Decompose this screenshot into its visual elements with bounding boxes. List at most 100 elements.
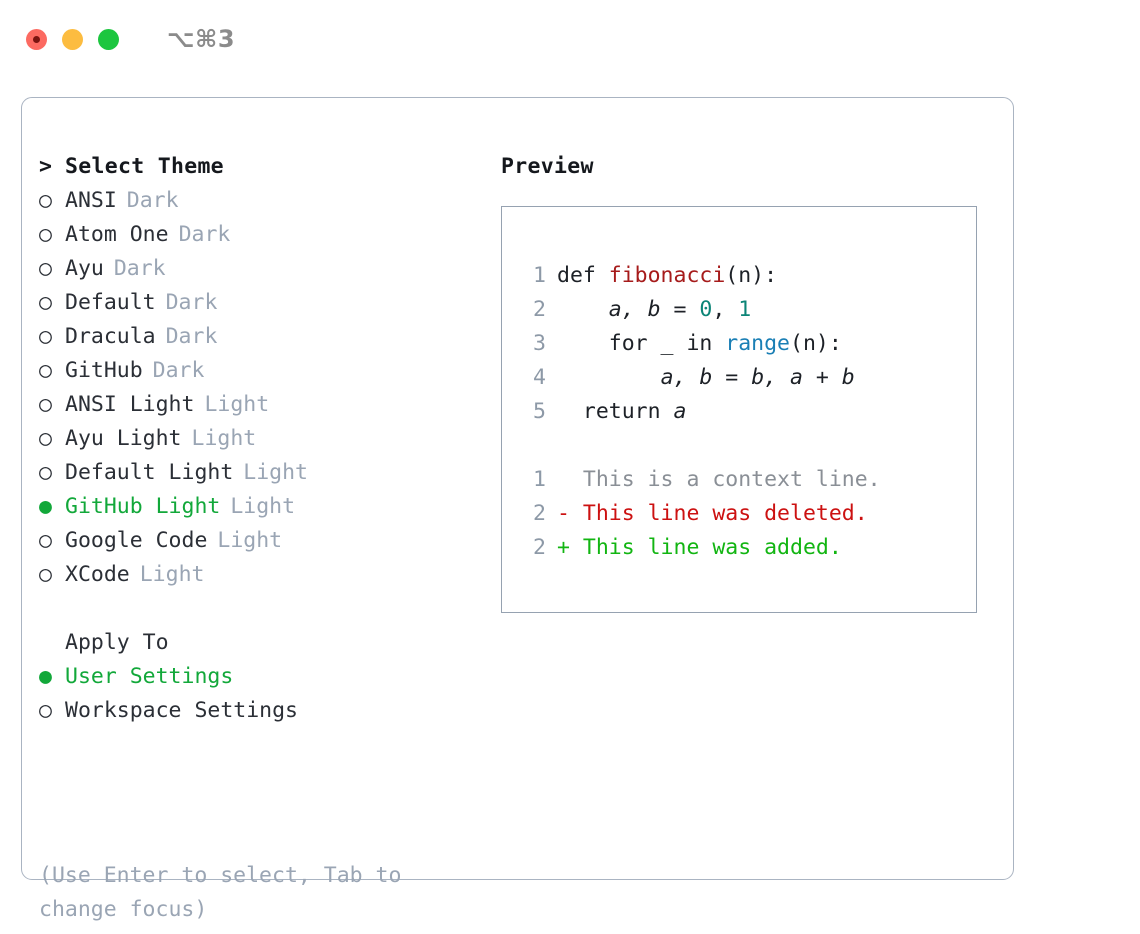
theme-name: GitHub Light	[65, 494, 221, 519]
code-token-var: b, a + b	[751, 365, 855, 390]
apply-to-item[interactable]: ○ Workspace Settings	[39, 694, 489, 728]
radio-unselected-icon[interactable]: ○	[39, 290, 52, 315]
radio-unselected-icon[interactable]: ○	[39, 222, 52, 247]
select-theme-header: > Select Theme	[39, 150, 489, 184]
diff-line: 2- This line was deleted.	[502, 497, 976, 531]
theme-variant-tag: Light	[191, 426, 257, 451]
theme-variant-tag: Dark	[113, 256, 166, 281]
theme-variant-tag: Light	[217, 528, 283, 553]
diff-sign: +	[557, 535, 570, 560]
diff-text: This is a context line.	[569, 467, 881, 492]
radio-selected-icon[interactable]: ●	[39, 664, 52, 689]
code-token-num: 0	[699, 297, 713, 322]
theme-list-item[interactable]: ○ Dracula Dark	[39, 320, 489, 354]
diff-line-number: 2	[533, 501, 546, 526]
code-line: 2 a, b = 0, 1	[502, 293, 976, 327]
radio-unselected-icon[interactable]: ○	[39, 528, 52, 553]
diff-sign: -	[557, 501, 570, 526]
code-token-plain: for _ in	[557, 331, 726, 356]
radio-unselected-icon[interactable]: ○	[39, 324, 52, 349]
apply-to-label: Workspace Settings	[65, 698, 298, 723]
apply-to-list: ● User Settings ○ Workspace Settings	[39, 660, 489, 728]
code-token-var: a, b	[660, 365, 713, 390]
theme-variant-tag: Light	[243, 460, 309, 485]
theme-list-item[interactable]: ○ Default Dark	[39, 286, 489, 320]
theme-list-item[interactable]: ○ Google Code Light	[39, 524, 489, 558]
theme-variant-tag: Dark	[165, 324, 218, 349]
code-token-var: a, b	[608, 297, 661, 322]
diff-sign	[557, 463, 570, 497]
code-line: 3 for _ in range(n):	[502, 327, 976, 361]
code-line: 4 a, b = b, a + b	[502, 361, 976, 395]
code-line-number: 3	[533, 331, 546, 356]
apply-to-label: User Settings	[65, 664, 234, 689]
radio-unselected-icon[interactable]: ○	[39, 392, 52, 417]
theme-name: XCode	[65, 562, 130, 587]
theme-name: Dracula	[65, 324, 156, 349]
theme-name: Atom One	[65, 222, 169, 247]
preview-title: Preview	[501, 154, 594, 179]
code-line-number: 1	[533, 263, 546, 288]
radio-unselected-icon[interactable]: ○	[39, 358, 52, 383]
close-window-icon[interactable]	[26, 28, 47, 50]
apply-to-item[interactable]: ● User Settings	[39, 660, 489, 694]
diff-text: This line was added.	[569, 535, 842, 560]
theme-list-item[interactable]: ○ XCode Light	[39, 558, 489, 592]
theme-name: Google Code	[65, 528, 208, 553]
theme-list-item[interactable]: ● GitHub Light Light	[39, 490, 489, 524]
theme-name: ANSI Light	[65, 392, 195, 417]
maximize-window-icon[interactable]	[98, 28, 119, 50]
code-line-number: 5	[533, 399, 546, 424]
code-token-plain	[557, 361, 661, 395]
theme-name: Default	[65, 290, 156, 315]
diff-sample: 1 This is a context line.2- This line wa…	[502, 463, 976, 565]
minimize-window-icon[interactable]	[62, 28, 83, 50]
code-token-plain: def	[557, 263, 609, 288]
apply-to-marker-placeholder: ○	[39, 626, 65, 660]
radio-unselected-icon[interactable]: ○	[39, 460, 52, 485]
theme-variant-tag: Light	[230, 494, 296, 519]
section-spacer	[39, 592, 489, 626]
diff-line: 2+ This line was added.	[502, 531, 976, 565]
code-token-call: range	[725, 331, 791, 356]
radio-unselected-icon[interactable]: ○	[39, 698, 52, 723]
code-token-plain: =	[712, 365, 752, 390]
code-token-plain: =	[660, 297, 700, 322]
apply-to-header: ○ Apply To	[39, 626, 489, 660]
apply-to-title: Apply To	[65, 630, 169, 655]
diff-line: 1 This is a context line.	[502, 463, 976, 497]
theme-name: Ayu	[65, 256, 104, 281]
code-line-number: 4	[533, 365, 546, 390]
traffic-light-group	[26, 28, 119, 50]
radio-unselected-icon[interactable]: ○	[39, 256, 52, 281]
theme-variant-tag: Light	[139, 562, 205, 587]
radio-unselected-icon[interactable]: ○	[39, 562, 52, 587]
code-token-fn: fibonacci	[608, 263, 726, 288]
code-line-number: 2	[533, 297, 546, 322]
theme-name: GitHub	[65, 358, 143, 383]
radio-unselected-icon[interactable]: ○	[39, 426, 52, 451]
title-bar: ⌥⌘3	[0, 0, 1140, 78]
diff-line-number: 1	[533, 467, 546, 492]
theme-list-item[interactable]: ○ Ayu Dark	[39, 252, 489, 286]
radio-selected-icon[interactable]: ●	[39, 494, 52, 519]
select-theme-title: Select Theme	[65, 154, 224, 179]
caret-icon: >	[39, 154, 52, 179]
theme-variant-tag: Dark	[126, 188, 179, 213]
code-token-plain: ,	[712, 297, 739, 322]
code-token-var: a	[673, 399, 687, 424]
radio-unselected-icon[interactable]: ○	[39, 188, 52, 213]
theme-variant-tag: Dark	[165, 290, 218, 315]
